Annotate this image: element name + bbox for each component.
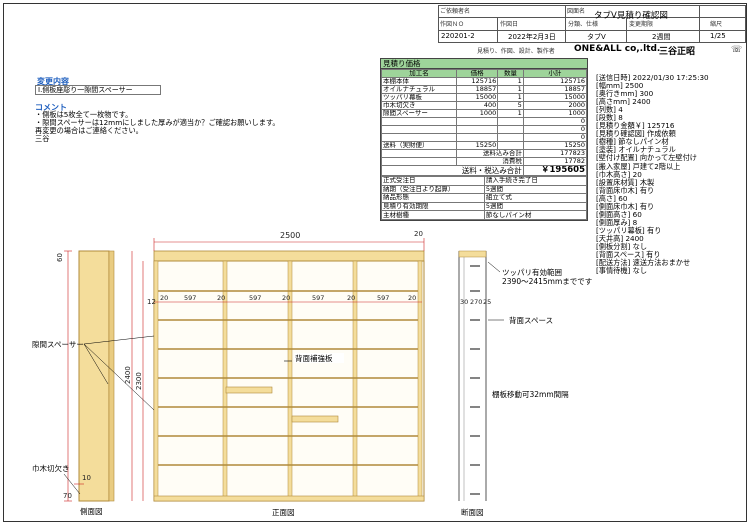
comment-line: ・側板は5枚全て一枚物です。 bbox=[35, 110, 133, 119]
person-name: 三谷正昭 bbox=[659, 47, 696, 57]
dim-foot: 70 bbox=[63, 492, 72, 500]
changes-title: 変更内容 bbox=[37, 77, 69, 86]
spec-line: [送信日時] 2022/01/30 17:25:30 bbox=[596, 74, 709, 82]
gap-spacer-label: 隙間スペーサー bbox=[32, 340, 84, 349]
scale: 1/25 bbox=[710, 32, 726, 40]
tsuppari-label: ツッパリ有効範囲 bbox=[502, 267, 562, 277]
dim-height-total: 2400 bbox=[124, 366, 132, 384]
svg-text:597: 597 bbox=[184, 294, 196, 302]
dim-width: 2500 bbox=[280, 231, 300, 240]
estimate-header: 見積り価格 bbox=[381, 59, 587, 69]
back-reinforcement-label: 背面補強板 bbox=[295, 353, 333, 363]
svg-text:20: 20 bbox=[217, 294, 225, 302]
spec-line: [事情待機] なし bbox=[596, 266, 648, 276]
spec-line: [天井高] 2400 bbox=[596, 233, 644, 243]
spec-line: [高さ] 60 bbox=[596, 193, 628, 203]
technical-drawing: 60 10 70 側面図 bbox=[32, 230, 592, 517]
comments-title: コメント bbox=[35, 103, 67, 112]
spec-line: [列数] 4 bbox=[596, 105, 623, 115]
spec-line: [見積り金額￥] 125716 bbox=[596, 121, 675, 131]
comment-line: 再変更の場合はご連絡ください。 bbox=[35, 126, 143, 135]
spec-line: [側面厚み] 8 bbox=[596, 217, 638, 227]
spec-line: [段数] 8 bbox=[596, 113, 623, 123]
category-label: 分類、仕様 bbox=[568, 21, 599, 28]
dim-height-inner: 2300 bbox=[135, 372, 143, 390]
customer-name-label: ご依頼者名 bbox=[440, 8, 471, 15]
spec-line: [搬入家屋] 戸建て2階以上 bbox=[596, 161, 681, 171]
spec-line: [高さmm] 2400 bbox=[596, 97, 651, 107]
dim-col-gap-left: 12 bbox=[147, 298, 156, 306]
spec-line: [巾木高さ] 20 bbox=[596, 169, 642, 179]
side-view-label: 側面図 bbox=[80, 506, 103, 516]
condition-row: 主材樹種節なしパイン材 bbox=[381, 210, 588, 220]
svg-text:20: 20 bbox=[160, 294, 168, 302]
drawing-title: タブV見積り確認図 bbox=[594, 11, 668, 21]
svg-text:597: 597 bbox=[249, 294, 261, 302]
comment-line: 三谷 bbox=[35, 134, 50, 143]
spec-line: [塗装] オイルナチュラル bbox=[596, 145, 676, 155]
dim-depth: 30 270 25 bbox=[460, 298, 491, 306]
grand-total: ￥195605 bbox=[522, 165, 588, 176]
drawn-date-label: 作図日 bbox=[500, 21, 519, 28]
drawing-sheet: ご依頼者名 図面名 タブV見積り確認図 作図ＮＯ 220201-2 作図日 20… bbox=[3, 3, 747, 522]
svg-text:597: 597 bbox=[377, 294, 389, 302]
spec-line: [側面高さ] 60 bbox=[596, 209, 642, 219]
company-name: ONE&ALL co,.ltd. bbox=[574, 44, 661, 54]
changes-item: Ⅰ.側板座彫り一隙間スペーサー bbox=[35, 85, 161, 95]
change-period: 2週間 bbox=[652, 33, 671, 41]
svg-text:20: 20 bbox=[347, 294, 355, 302]
svg-text:20: 20 bbox=[282, 294, 290, 302]
spec-line: [設置床材質] 木製 bbox=[596, 177, 655, 187]
svg-text:20: 20 bbox=[408, 294, 416, 302]
front-view-label: 正面図 bbox=[272, 508, 295, 517]
svg-text:25: 25 bbox=[483, 298, 491, 306]
spec-list: [送信日時] 2022/01/30 17:25:30 [幅mm] 2500 [奥… bbox=[596, 74, 746, 288]
spec-line: [配送方法] 速送方法おまかせ bbox=[596, 258, 691, 268]
section-view-label: 断面図 bbox=[461, 507, 484, 517]
drawing-no-label: 作図ＮＯ bbox=[440, 21, 465, 28]
spec-line: [見積り確認図] 作成依頼 bbox=[596, 129, 676, 139]
side-view bbox=[64, 250, 115, 502]
dim-columns: 20 597 20 597 20 597 20 597 20 bbox=[160, 294, 416, 302]
drawing-no: 220201-2 bbox=[441, 32, 475, 40]
spec-line: [樹種] 節なしパイン材 bbox=[596, 137, 669, 147]
spec-line: [側面床巾木] 有り bbox=[596, 201, 655, 211]
dim-top-right: 20 bbox=[414, 230, 423, 238]
title-block bbox=[438, 5, 746, 43]
shelf-pitch-label: 棚板移動可32mm間隔 bbox=[492, 389, 569, 399]
spec-line: [背面スペース] 有り bbox=[596, 250, 661, 260]
spec-line: [奥行きmm] 300 bbox=[596, 89, 654, 99]
change-period-label: 変更期限 bbox=[629, 21, 654, 28]
section-view bbox=[458, 250, 504, 501]
grand-total-row: 送料・税込み合計￥195605 bbox=[381, 165, 588, 176]
dim-side-top: 60 bbox=[56, 253, 64, 262]
svg-text:597: 597 bbox=[312, 294, 324, 302]
contact-icon: ☏ bbox=[731, 45, 743, 55]
front-view bbox=[131, 238, 425, 502]
company-note: 見積り、作図、設計、製作者 bbox=[477, 48, 555, 55]
spec-line: [壁付け配置] 向かって左壁付け bbox=[596, 153, 697, 163]
spec-line: [幅mm] 2500 bbox=[596, 81, 644, 91]
comment-line: ・隙間スペーサーは12mmにしました厚みが適当か？ご確認お願いします。 bbox=[35, 118, 280, 127]
spec-line: [ツッパリ幕板] 有り bbox=[596, 225, 662, 235]
scale-label: 縮尺 bbox=[710, 21, 723, 28]
svg-text:30: 30 bbox=[460, 298, 468, 306]
category: タブV bbox=[587, 33, 606, 41]
baseboard-cut-label: 巾木切欠き bbox=[32, 463, 70, 473]
spec-line: [背面床巾木] 有り bbox=[596, 185, 655, 195]
dim-side-bottom: 10 bbox=[82, 474, 91, 482]
drawing-name-label: 図面名 bbox=[567, 8, 586, 15]
comments-body: ・側板は5枚全て一枚物です。 ・隙間スペーサーは12mmにしました厚みが適当か？… bbox=[35, 111, 280, 143]
svg-text:270: 270 bbox=[470, 298, 482, 306]
drawn-date: 2022年2月3日 bbox=[508, 33, 556, 41]
back-space-label: 背面スペース bbox=[509, 315, 553, 325]
spec-line: [側板分割] なし bbox=[596, 241, 648, 251]
tsuppari-range: 2390～2415mmまでです bbox=[502, 277, 592, 286]
